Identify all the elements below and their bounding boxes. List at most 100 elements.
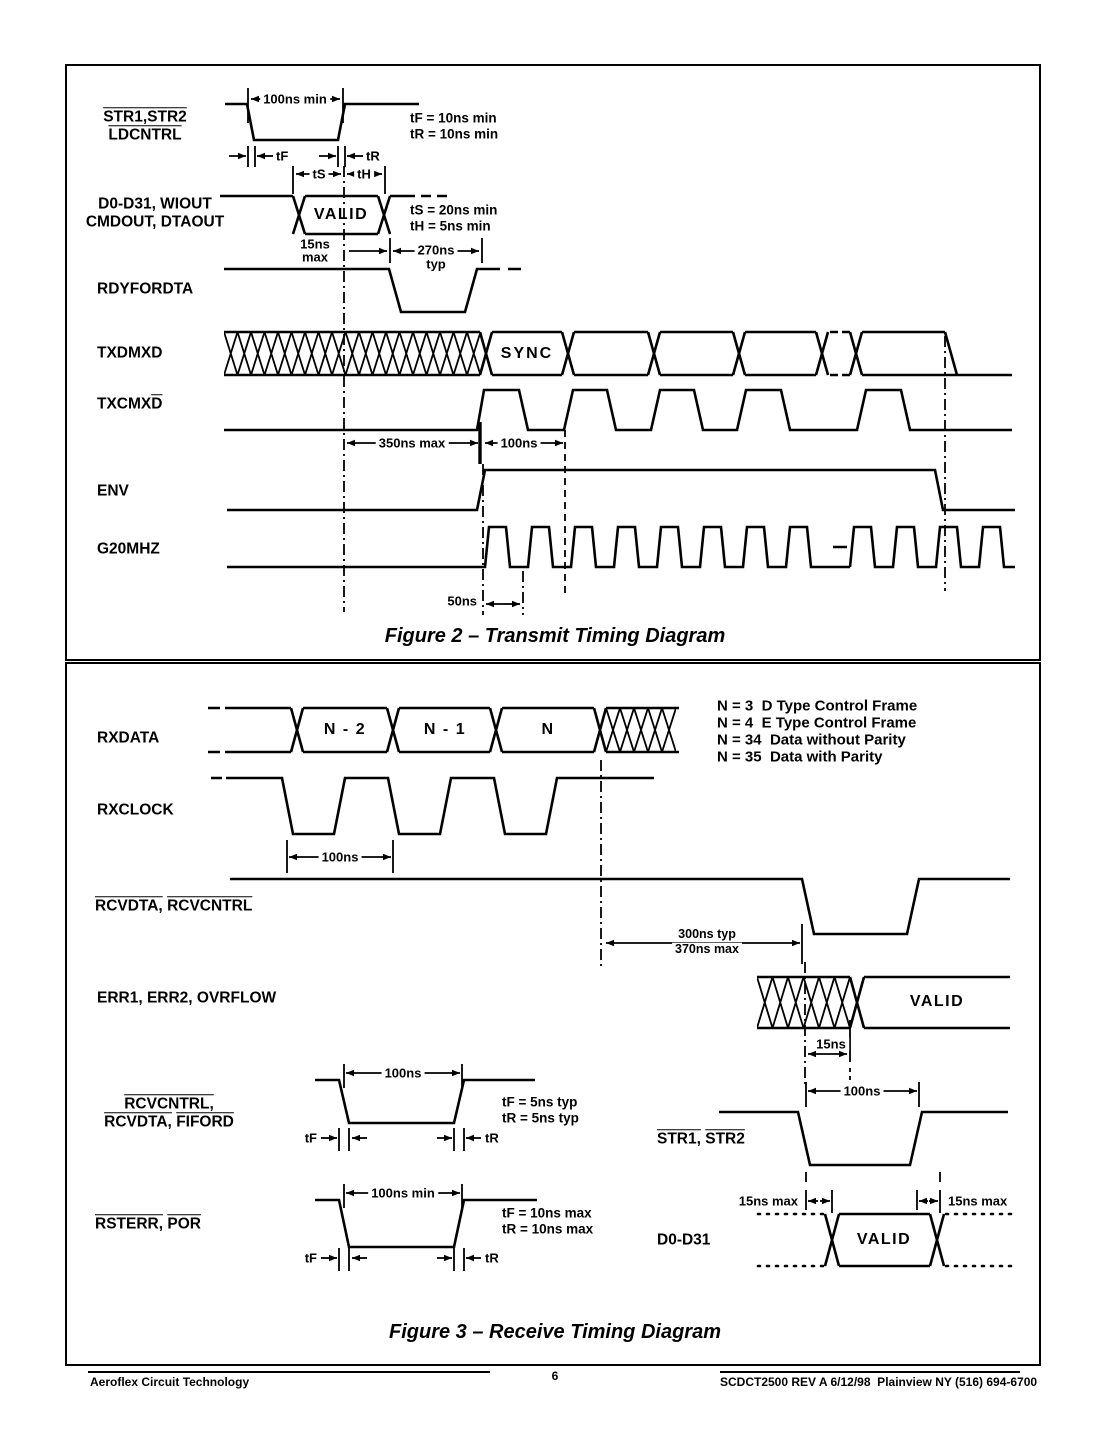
note-ts-20ns-min: tS = 20ns min bbox=[410, 202, 498, 218]
signal-label-env: ENV bbox=[97, 482, 129, 500]
str2-word: STR2 bbox=[705, 1130, 745, 1148]
dim-rcvc-100ns: 100ns bbox=[381, 1066, 425, 1080]
signal-label-txcmxd: TXCMXD bbox=[97, 396, 162, 412]
dim-th: tH bbox=[354, 167, 374, 181]
footer-doc-ref: SCDCT2500 REV A 6/12/98 Plainview NY (51… bbox=[720, 1375, 1038, 1389]
signal-label-rcvdta-fiford: RCVDTA, FIFORD bbox=[104, 1114, 234, 1130]
dim-100ns: 100ns bbox=[497, 436, 541, 450]
dim-err-15ns: 15ns bbox=[813, 1037, 849, 1051]
legend-n34: N = 34 Data without Parity bbox=[717, 731, 906, 749]
footer-company: Aeroflex Circuit Technology bbox=[90, 1375, 250, 1389]
wave-data-bus bbox=[220, 194, 447, 236]
dim-300ns-typ: 300ns typ bbox=[675, 928, 739, 941]
dim-370ns-max: 370ns max bbox=[672, 943, 742, 956]
signal-label-d0-d31-wiout: D0-D31, WIOUT bbox=[98, 195, 212, 213]
note-tf-10ns-max: tF = 10ns max bbox=[502, 1205, 592, 1221]
dim-270ns: 270ns bbox=[414, 243, 458, 257]
txcmxd-overlined-d: D bbox=[151, 395, 163, 413]
footer-page-number: 6 bbox=[551, 1369, 559, 1383]
dim-str-100ns: 100ns bbox=[840, 1084, 884, 1098]
dim-rxclock-100ns: 100ns bbox=[318, 850, 362, 864]
dim-15ns: 15ns bbox=[300, 236, 330, 252]
err-hatch bbox=[757, 977, 850, 1028]
wave-rcvcntrl-fiford bbox=[315, 1078, 535, 1125]
wave-g20mhz bbox=[227, 525, 1015, 569]
wave-rxdata bbox=[208, 706, 305, 754]
wave-rsterr-por bbox=[315, 1198, 537, 1249]
footer-rule-right bbox=[720, 1371, 1020, 1373]
wave-env bbox=[227, 468, 1015, 512]
figure2-transmit-panel: STR1,STR2 LDCNTRL 100ns min tF tR tF = 1… bbox=[65, 64, 1041, 661]
wave-rcvdta-rcvcntrl bbox=[230, 877, 1010, 936]
note-tr-10ns-min: tR = 10ns min bbox=[410, 126, 499, 142]
signal-label-rdyfordta: RDYFORDTA bbox=[97, 280, 194, 298]
por-word: POR bbox=[167, 1215, 201, 1233]
note-tf-10ns-min: tF = 10ns min bbox=[410, 110, 497, 126]
dim-rst-tf: tF bbox=[304, 1250, 317, 1266]
str1-word: STR1, bbox=[657, 1130, 701, 1148]
signal-label-d0-d31: D0-D31 bbox=[657, 1231, 711, 1249]
signal-label-rsterr-por: RSTERR, POR bbox=[95, 1216, 201, 1232]
signal-label-rxdata: RXDATA bbox=[97, 729, 160, 747]
signal-label-err1-err2-ovrflow: ERR1, ERR2, OVRFLOW bbox=[97, 989, 277, 1007]
figure3-receive-panel: RXDATA N - 2 N - 1 N N = 3 D Type Contro… bbox=[65, 662, 1041, 1366]
wave-txdmxd bbox=[224, 330, 494, 377]
dim-15ns-max-word: max bbox=[301, 249, 329, 265]
footer-rule-left bbox=[88, 1371, 490, 1373]
dim-rst-tr: tR bbox=[485, 1250, 499, 1266]
rcvdta-word: RCVDTA, bbox=[95, 897, 163, 915]
dim-350ns-max: 350ns max bbox=[375, 436, 449, 450]
dim-tr: tR bbox=[366, 148, 380, 164]
txdmxd-hatch bbox=[224, 332, 480, 375]
signal-label-cmdout-dtaout: CMDOUT, DTAOUT bbox=[85, 213, 225, 231]
cell-n: N bbox=[541, 721, 555, 738]
wave-rdyfordta bbox=[224, 267, 521, 314]
note-th-5ns-min: tH = 5ns min bbox=[410, 218, 491, 234]
dim-50ns: 50ns bbox=[447, 593, 477, 609]
sync-cell-label: SYNC bbox=[500, 345, 554, 362]
legend-n4: N = 4 E Type Control Frame bbox=[717, 714, 917, 732]
rcvcntrl-word: RCVCNTRL bbox=[167, 897, 253, 915]
transmit-waveforms bbox=[220, 88, 1015, 615]
note-tf-5ns-typ: tF = 5ns typ bbox=[502, 1094, 578, 1110]
dim-rst-100ns-min: 100ns min bbox=[368, 1186, 438, 1200]
valid-cell-label: VALID bbox=[313, 206, 369, 223]
signal-label-rcvdta-rcvcntrl: RCVDTA, RCVCNTRL bbox=[95, 898, 252, 914]
rcvdta2-word: RCVDTA, bbox=[104, 1113, 172, 1131]
wave-err-ovrflow bbox=[757, 975, 1010, 1030]
fiford-word: FIFORD bbox=[176, 1113, 234, 1131]
signal-label-rcvcntrl: RCVCNTRL, bbox=[124, 1095, 214, 1113]
wave-rxclock bbox=[211, 776, 654, 836]
signal-label-str1-str2-rx: STR1, STR2 bbox=[657, 1131, 745, 1147]
receive-waveforms bbox=[208, 706, 1016, 1271]
signal-label-ldcntrl: LDCNTRL bbox=[108, 126, 182, 144]
cell-n-2: N - 2 bbox=[323, 721, 367, 738]
dim-tf: tF bbox=[276, 148, 289, 164]
figure2-caption: Figure 2 – Transmit Timing Diagram bbox=[384, 625, 726, 647]
dim-270ns-typ-word: typ bbox=[426, 256, 446, 272]
legend-n35: N = 35 Data with Parity bbox=[717, 748, 883, 766]
dim-15ns-max-right: 15ns max bbox=[945, 1194, 1011, 1208]
wave-str1-str2 bbox=[719, 1110, 1008, 1167]
signal-label-txdmxd: TXDMXD bbox=[97, 344, 163, 362]
cell-n-1: N - 1 bbox=[423, 721, 467, 738]
dim-100ns-min: 100ns min bbox=[260, 92, 330, 106]
signal-label-rxclock: RXCLOCK bbox=[97, 801, 174, 819]
dim-ts: tS bbox=[309, 167, 329, 181]
rsterr-word: RSTERR, bbox=[95, 1215, 164, 1233]
d0d31-valid-cell-label: VALID bbox=[856, 1231, 912, 1248]
dim-rcvc-tr: tR bbox=[485, 1130, 499, 1146]
wave-txcmxd bbox=[224, 388, 1012, 432]
wave-str-ldcntrl bbox=[225, 102, 419, 142]
signal-label-str1-str2: STR1,STR2 bbox=[103, 108, 187, 126]
err-valid-cell-label: VALID bbox=[909, 993, 965, 1010]
txcmxd-main: TXCMX bbox=[97, 395, 152, 413]
dim-rcvc-tf: tF bbox=[304, 1130, 317, 1146]
legend-n3: N = 3 D Type Control Frame bbox=[717, 697, 918, 715]
dim-15ns-max-left: 15ns max bbox=[735, 1194, 801, 1208]
figure3-caption: Figure 3 – Receive Timing Diagram bbox=[389, 1321, 721, 1343]
note-tr-10ns-max: tR = 10ns max bbox=[502, 1221, 594, 1237]
wave-d0d31-valid bbox=[823, 1212, 946, 1268]
rxdata-hatch bbox=[606, 708, 676, 752]
